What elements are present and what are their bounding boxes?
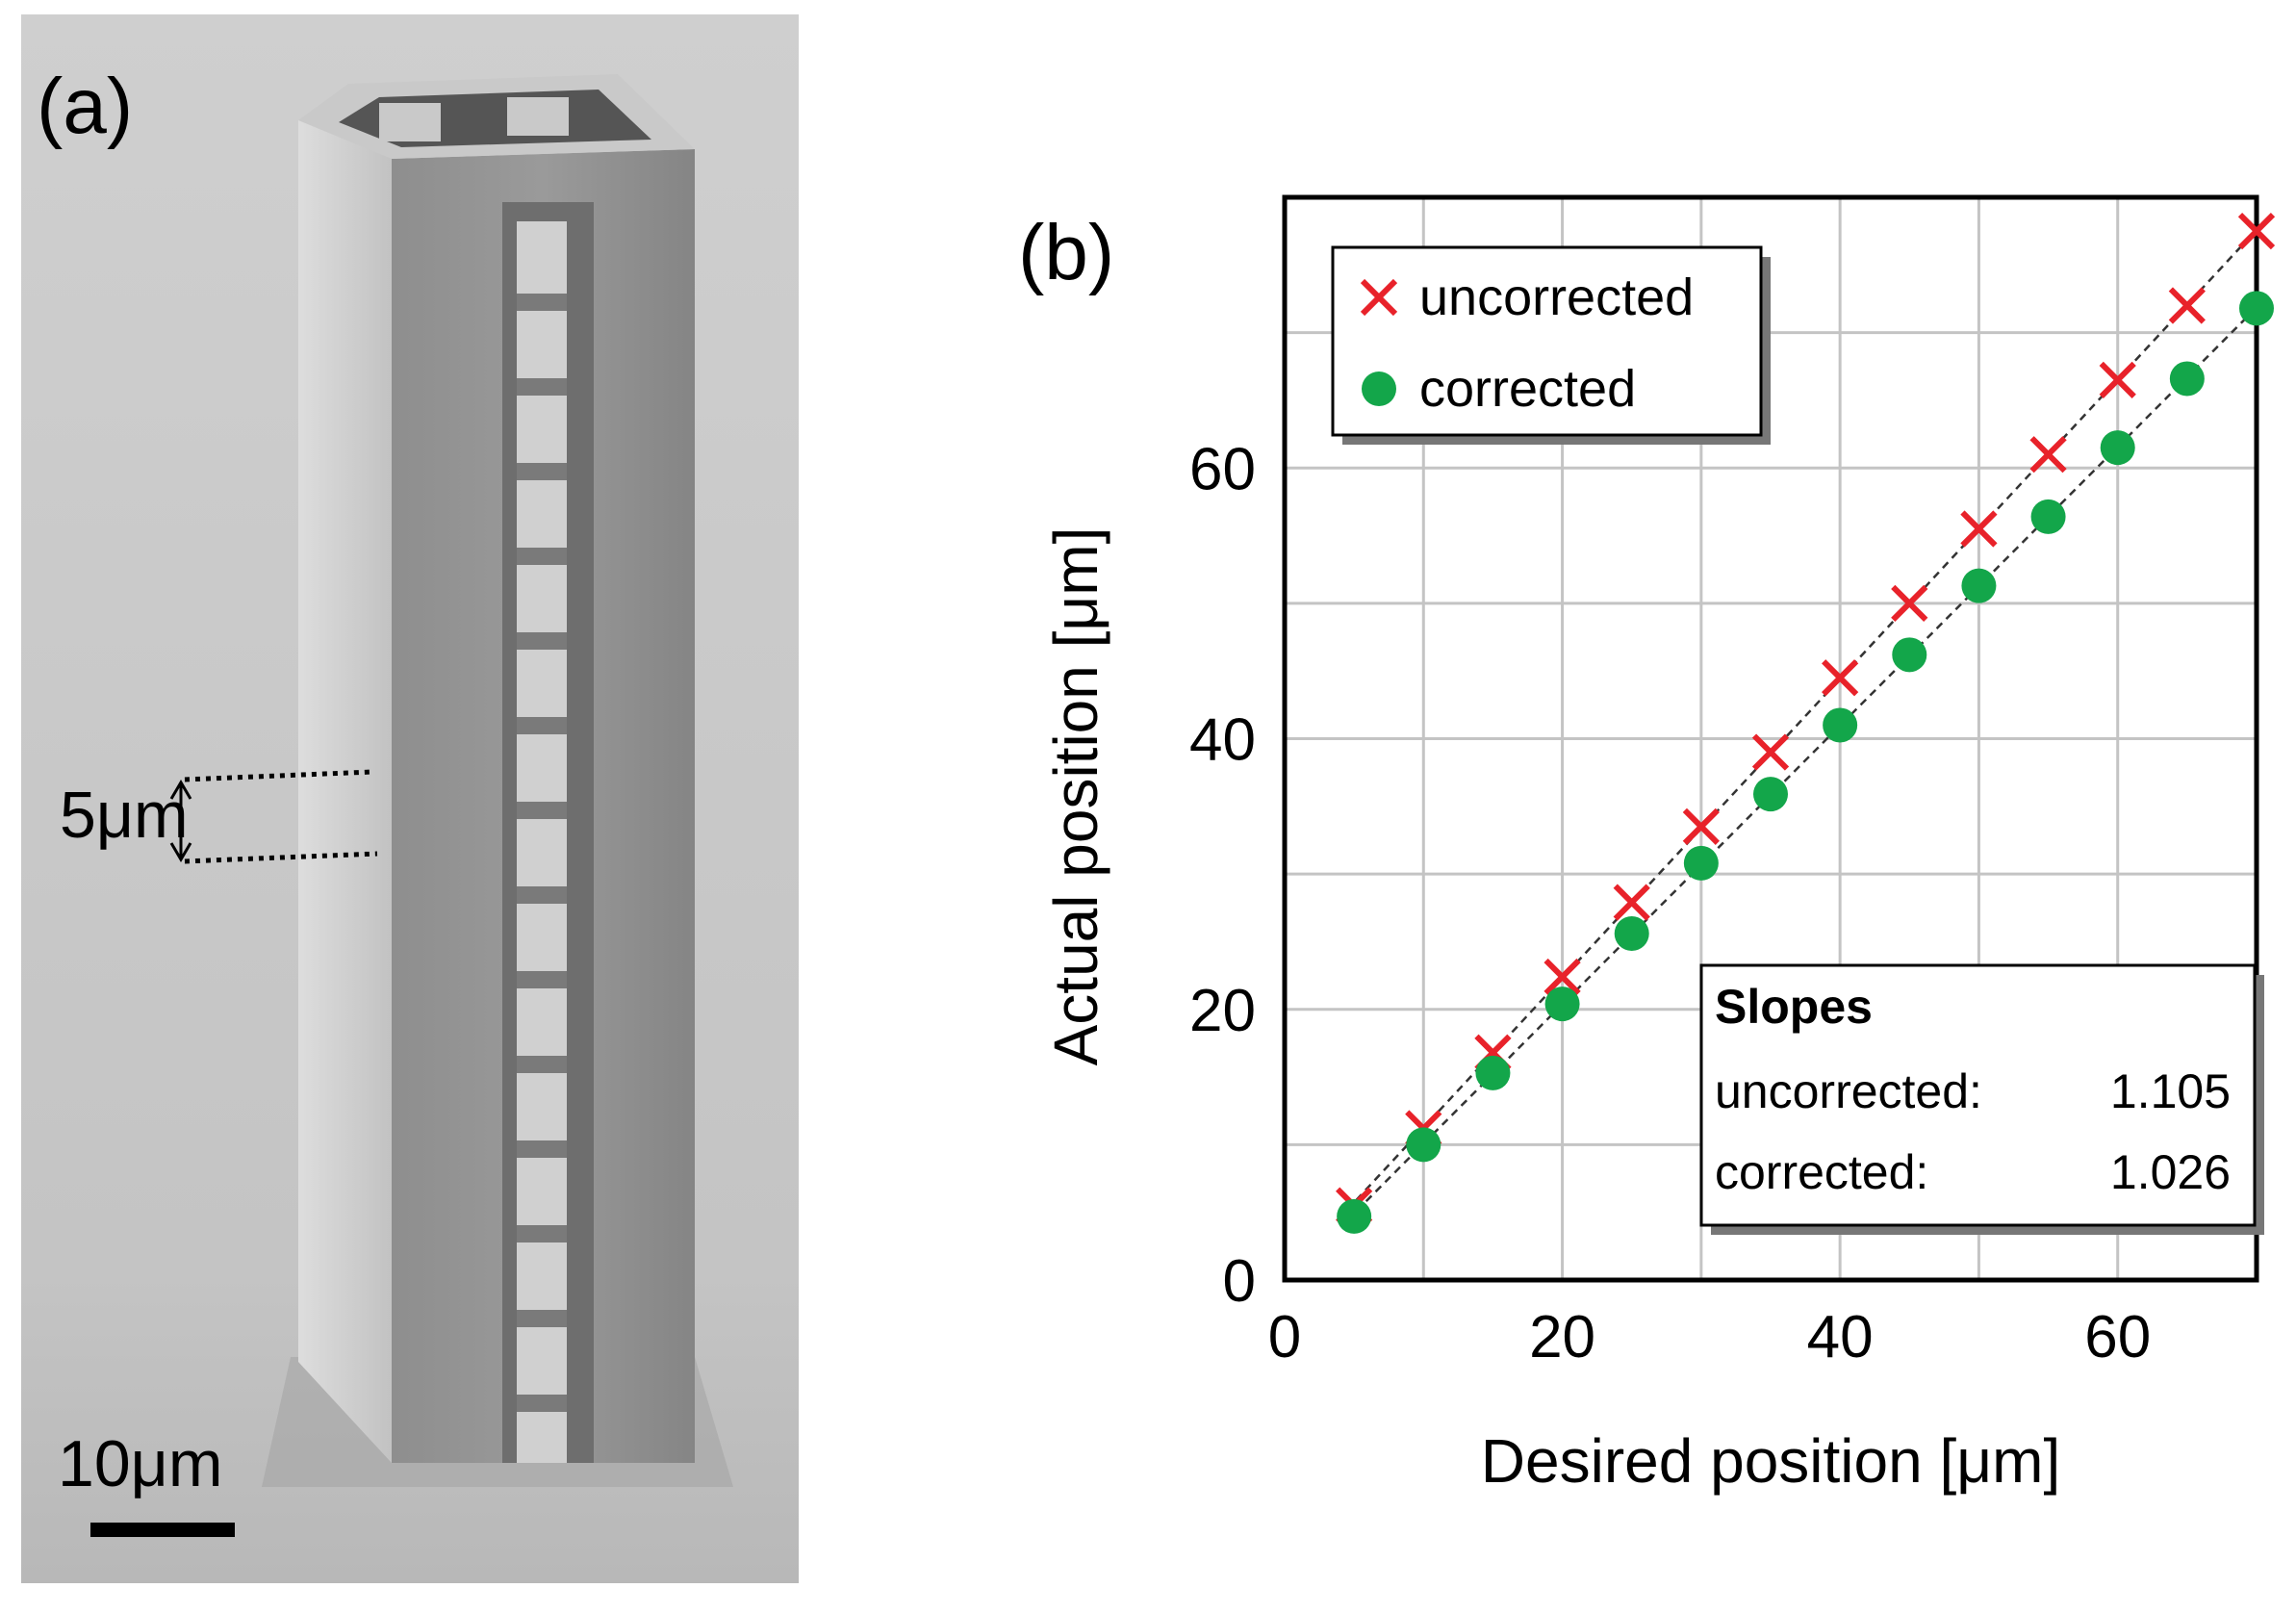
marker-stroke <box>2029 436 2067 474</box>
scale-bar <box>90 1523 235 1537</box>
legend-marker-uncorrected <box>1360 278 1398 317</box>
sem-image <box>21 14 799 1583</box>
y-tick-label: 0 <box>1223 1248 1256 1315</box>
marker-stroke <box>2237 213 2276 250</box>
legend-label-uncorrected: uncorrected <box>1419 269 1694 326</box>
point-corrected <box>1337 1198 1372 1234</box>
point-uncorrected <box>1960 510 1998 548</box>
point-corrected <box>1362 371 1396 406</box>
annotation-label-corrected: corrected: <box>1715 1145 1928 1199</box>
point-corrected <box>2030 499 2066 534</box>
marker-stroke <box>1360 278 1398 317</box>
x-tick-label: 60 <box>2084 1304 2151 1371</box>
marker-stroke <box>1682 807 1720 846</box>
y-tick-label: 60 <box>1189 436 1256 502</box>
scatter-chart: 0 20 40 60 0 20 40 60 Desired position [μm] Act… <box>1041 194 2276 1496</box>
annotation-value-uncorrected: 1.105 <box>2110 1064 2231 1118</box>
y-tick-label: 20 <box>1189 978 1256 1044</box>
point-uncorrected <box>1751 733 1790 771</box>
marker-stroke <box>1960 510 1998 548</box>
x-tick-label: 40 <box>1807 1304 1874 1371</box>
y-tick-label: 40 <box>1189 707 1256 774</box>
point-corrected <box>1544 986 1580 1022</box>
point-uncorrected <box>1360 278 1398 317</box>
annotation-value-corrected: 1.026 <box>2110 1145 2231 1199</box>
legend-box <box>1331 245 1763 437</box>
point-corrected <box>1683 845 1719 881</box>
point-corrected <box>1753 777 1788 812</box>
sem-micrograph <box>21 14 799 1583</box>
panel-label-a: (a) <box>37 63 134 150</box>
point-corrected <box>1892 637 1927 673</box>
point-corrected <box>1406 1127 1441 1163</box>
point-uncorrected <box>1891 584 1928 622</box>
scale-bar-label: 10μm <box>58 1427 223 1500</box>
point-corrected <box>1823 707 1858 743</box>
marker-stroke <box>2099 361 2136 398</box>
point-uncorrected <box>1543 958 1581 996</box>
legend-label-corrected: corrected <box>1419 360 1636 418</box>
marker-stroke <box>1543 958 1581 996</box>
annotation-box <box>1699 963 2257 1227</box>
point-uncorrected <box>1682 807 1720 846</box>
slopes-annotation: Slopes uncorrected: 1.105 corrected: 1.0… <box>1699 963 2264 1235</box>
legend: uncorrected corrected <box>1331 245 1771 445</box>
marker-stroke <box>1751 733 1790 771</box>
annotation-title: Slopes <box>1715 980 1873 1034</box>
point-uncorrected <box>1822 659 1859 697</box>
annotation-label-uncorrected: uncorrected: <box>1715 1064 1982 1118</box>
marker-stroke <box>2168 287 2206 324</box>
point-uncorrected <box>2099 361 2136 398</box>
point-corrected <box>2100 430 2135 466</box>
point-corrected <box>1961 568 1997 603</box>
point-corrected <box>2169 361 2205 397</box>
x-tick-label: 0 <box>1268 1304 1301 1371</box>
panel-label-b: (b) <box>1018 209 1115 296</box>
scale-label-5um: 5μm <box>60 779 189 852</box>
legend-marker-corrected <box>1362 371 1396 406</box>
point-uncorrected <box>2237 213 2276 250</box>
point-uncorrected <box>1613 884 1650 921</box>
marker-stroke <box>1613 884 1650 921</box>
point-corrected <box>1475 1055 1511 1090</box>
marker-stroke <box>1891 584 1928 622</box>
data-points <box>1336 213 2276 1234</box>
axis-ticks: 0 20 40 60 0 20 40 60 <box>1189 436 2151 1371</box>
plot-frame <box>1282 194 2259 1283</box>
point-uncorrected <box>2168 287 2206 324</box>
marker-stroke <box>1822 659 1859 697</box>
point-uncorrected <box>2029 436 2067 474</box>
point-corrected <box>1614 916 1649 951</box>
x-tick-label: 20 <box>1529 1304 1595 1371</box>
x-axis-title: Desired position [μm] <box>1481 1426 2060 1496</box>
y-axis-title: Actual position [μm] <box>1041 527 1110 1066</box>
point-corrected <box>2239 291 2274 326</box>
